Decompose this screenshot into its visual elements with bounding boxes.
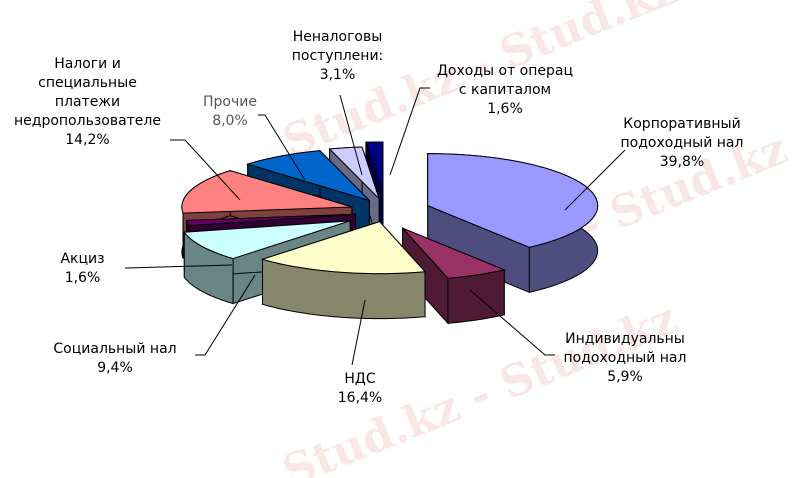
leader-line (469, 289, 555, 356)
label-name: Корпоративный (623, 116, 741, 132)
label-percent: 39,8% (659, 154, 705, 170)
label-name: недропользователе (14, 113, 161, 129)
label-name: Акциз (60, 251, 105, 267)
leader-line (351, 299, 366, 366)
data-label: Акциз 1,6% (40, 250, 125, 288)
slice-9 (365, 141, 384, 195)
slice-4 (183, 220, 351, 260)
slice-3 (260, 221, 427, 275)
data-label: Прочие 8,0% (195, 93, 265, 131)
leader-line (389, 87, 430, 176)
label-name: Доходы от операц (436, 63, 574, 79)
label-name: поступлени: (291, 48, 384, 64)
label-name: платежи (54, 94, 121, 110)
label-name: НДС (344, 371, 376, 387)
slice-8 (328, 146, 380, 200)
label-percent: 3,1% (319, 67, 356, 83)
label-name: подоходный нал (620, 135, 744, 151)
slice-1 (427, 153, 599, 248)
label-percent: 16,4% (337, 390, 383, 406)
label-name: Налоги и (54, 56, 121, 72)
label-percent: 14,2% (65, 132, 110, 148)
slice-6 (181, 170, 352, 214)
slice-5 (185, 213, 356, 227)
label-name: Социальный нал (53, 341, 177, 357)
label-percent: 1,6% (64, 270, 101, 286)
leader-line (170, 139, 241, 201)
label-name: с капиталом (458, 82, 552, 98)
label-percent: 1,6% (487, 101, 523, 117)
leader-line (195, 274, 256, 356)
label-name: подоходный нал (563, 350, 687, 366)
slice-7 (245, 150, 370, 201)
leader-line (124, 264, 233, 269)
data-label: Корпоративный подоходный нал 39,8% (612, 115, 752, 172)
label-percent: 5,9% (607, 369, 643, 385)
slice-2 (402, 227, 506, 279)
label-percent: 8,0% (212, 113, 248, 129)
leader-line (339, 94, 363, 176)
data-label: Доходы от операц с капиталом 1,6% (430, 62, 580, 119)
leader-line (564, 149, 626, 211)
label-name: специальные (38, 75, 137, 91)
label-name: Неналоговы (292, 29, 383, 45)
data-label: Индивидуальны подоходный нал 5,9% (560, 330, 690, 387)
label-name: Индивидуальны (565, 331, 685, 347)
data-label: НДС 16,4% (300, 370, 420, 408)
data-label: Налоги и специальные платежи недропользоват… (5, 55, 170, 150)
leader-line (258, 114, 306, 181)
label-name: Прочие (203, 94, 257, 110)
data-label: Неналоговы поступлени: 3,1% (285, 28, 390, 85)
label-percent: 9,4% (97, 360, 133, 376)
data-label: Социальный нал 9,4% (40, 340, 190, 378)
